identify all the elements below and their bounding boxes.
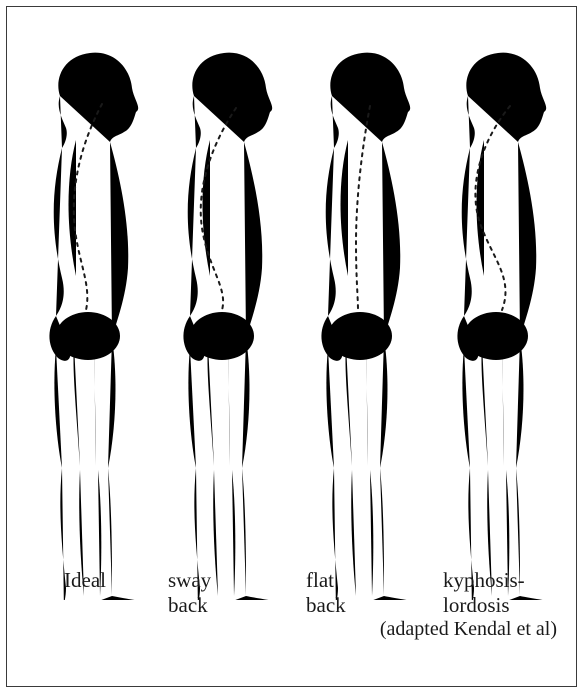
figure-caption: (adapted Kendal et al)	[380, 618, 557, 641]
figure-flat-back	[321, 53, 436, 600]
label-ideal: Ideal	[64, 568, 106, 593]
figure-sway-back	[183, 53, 298, 600]
figure-kyphosis-lordosis	[457, 53, 572, 600]
figure-ideal	[49, 53, 164, 600]
label-sway-back: sway back	[168, 568, 211, 618]
label-flat-back: flat back	[306, 568, 346, 618]
label-kyphosis-lordosis: kyphosis- lordosis	[443, 568, 525, 618]
posture-diagram	[0, 0, 585, 600]
